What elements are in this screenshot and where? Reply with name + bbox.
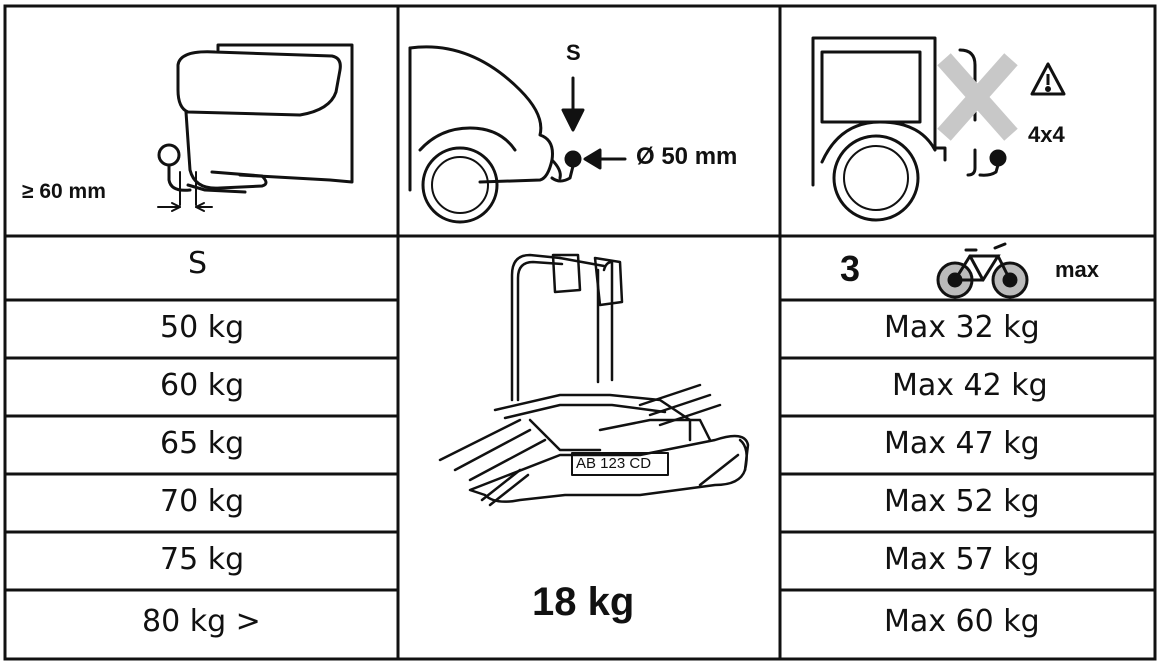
bicycle-icon (936, 242, 1029, 299)
towbar-clearance-drawing (157, 43, 354, 212)
row-s-value: 75 kg (160, 542, 245, 577)
carrier-weight-label: 18 kg (532, 580, 635, 624)
carrier-plate-label: AB 123 CD (576, 455, 652, 472)
bike-carrier-drawing (438, 253, 750, 507)
bikes-max-label: max (1055, 257, 1100, 282)
vertical-load-drawing (408, 45, 627, 224)
row-s-value: 60 kg (160, 368, 245, 403)
row-max-value: Max 52 kg (884, 484, 1040, 519)
row-max-value: Max 60 kg (884, 604, 1040, 639)
row-s-value: 80 kg > (142, 604, 261, 639)
row-s-value: 65 kg (160, 426, 245, 461)
row-max-value: Max 42 kg (892, 368, 1048, 403)
row-s-value: 50 kg (160, 310, 245, 345)
ball-weight-label: S (566, 40, 581, 65)
no-4x4-drawing (811, 36, 1007, 222)
hitch-clearance-label: ≥ 60 mm (22, 180, 106, 203)
cross-icon (937, 53, 1018, 141)
row-s-value: 70 kg (160, 484, 245, 519)
row-max-value: Max 47 kg (884, 426, 1040, 461)
ball-diameter-label: Ø 50 mm (636, 143, 738, 170)
col-s-header: S (188, 246, 208, 281)
warning-triangle-icon (1030, 62, 1066, 96)
row-max-value: Max 57 kg (884, 542, 1040, 577)
row-max-value: Max 32 kg (884, 310, 1040, 345)
warning-4x4-label: 4x4 (1028, 122, 1065, 147)
bikes-count: 3 (840, 248, 861, 289)
